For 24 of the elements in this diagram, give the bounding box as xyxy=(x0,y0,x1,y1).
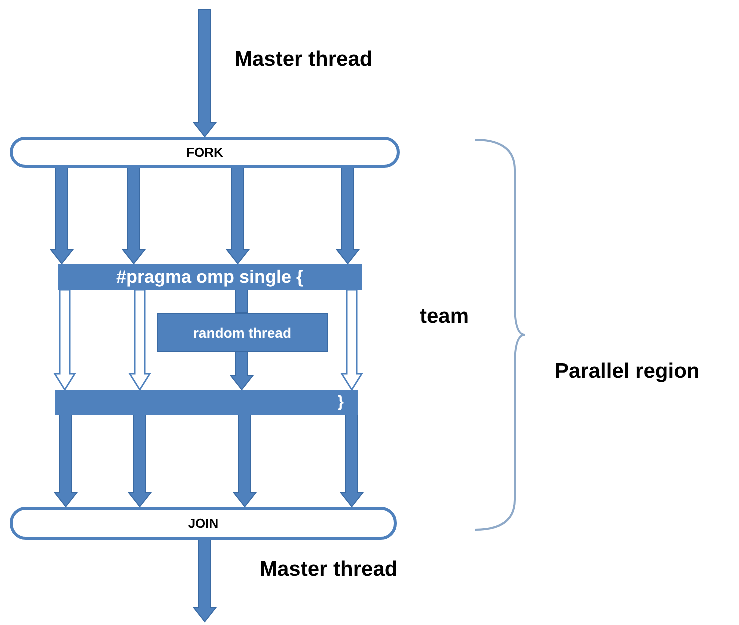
arrow xyxy=(192,10,218,138)
arrow xyxy=(232,414,258,508)
arrow xyxy=(192,540,218,623)
text-label: Parallel region xyxy=(555,360,700,384)
arrow xyxy=(340,414,364,508)
connector xyxy=(236,290,248,314)
arrow xyxy=(226,168,250,265)
arrow xyxy=(230,352,254,391)
arrow xyxy=(54,414,78,508)
arrow xyxy=(50,168,74,265)
fork-bar: FORK xyxy=(10,137,400,168)
arrow xyxy=(128,414,152,508)
edge-label: Master thread xyxy=(235,48,373,72)
text-label: team xyxy=(420,305,470,329)
arrow xyxy=(340,289,364,392)
arrow xyxy=(54,289,76,392)
join-bar: JOIN xyxy=(10,507,397,540)
edge-label: Master thread xyxy=(260,558,398,582)
arrow xyxy=(122,168,146,265)
arrow xyxy=(336,168,360,265)
code-bar: #pragma omp single { xyxy=(58,264,362,290)
process-box: random thread xyxy=(157,313,328,352)
code-bar: } xyxy=(55,390,358,415)
arrow xyxy=(128,289,152,392)
